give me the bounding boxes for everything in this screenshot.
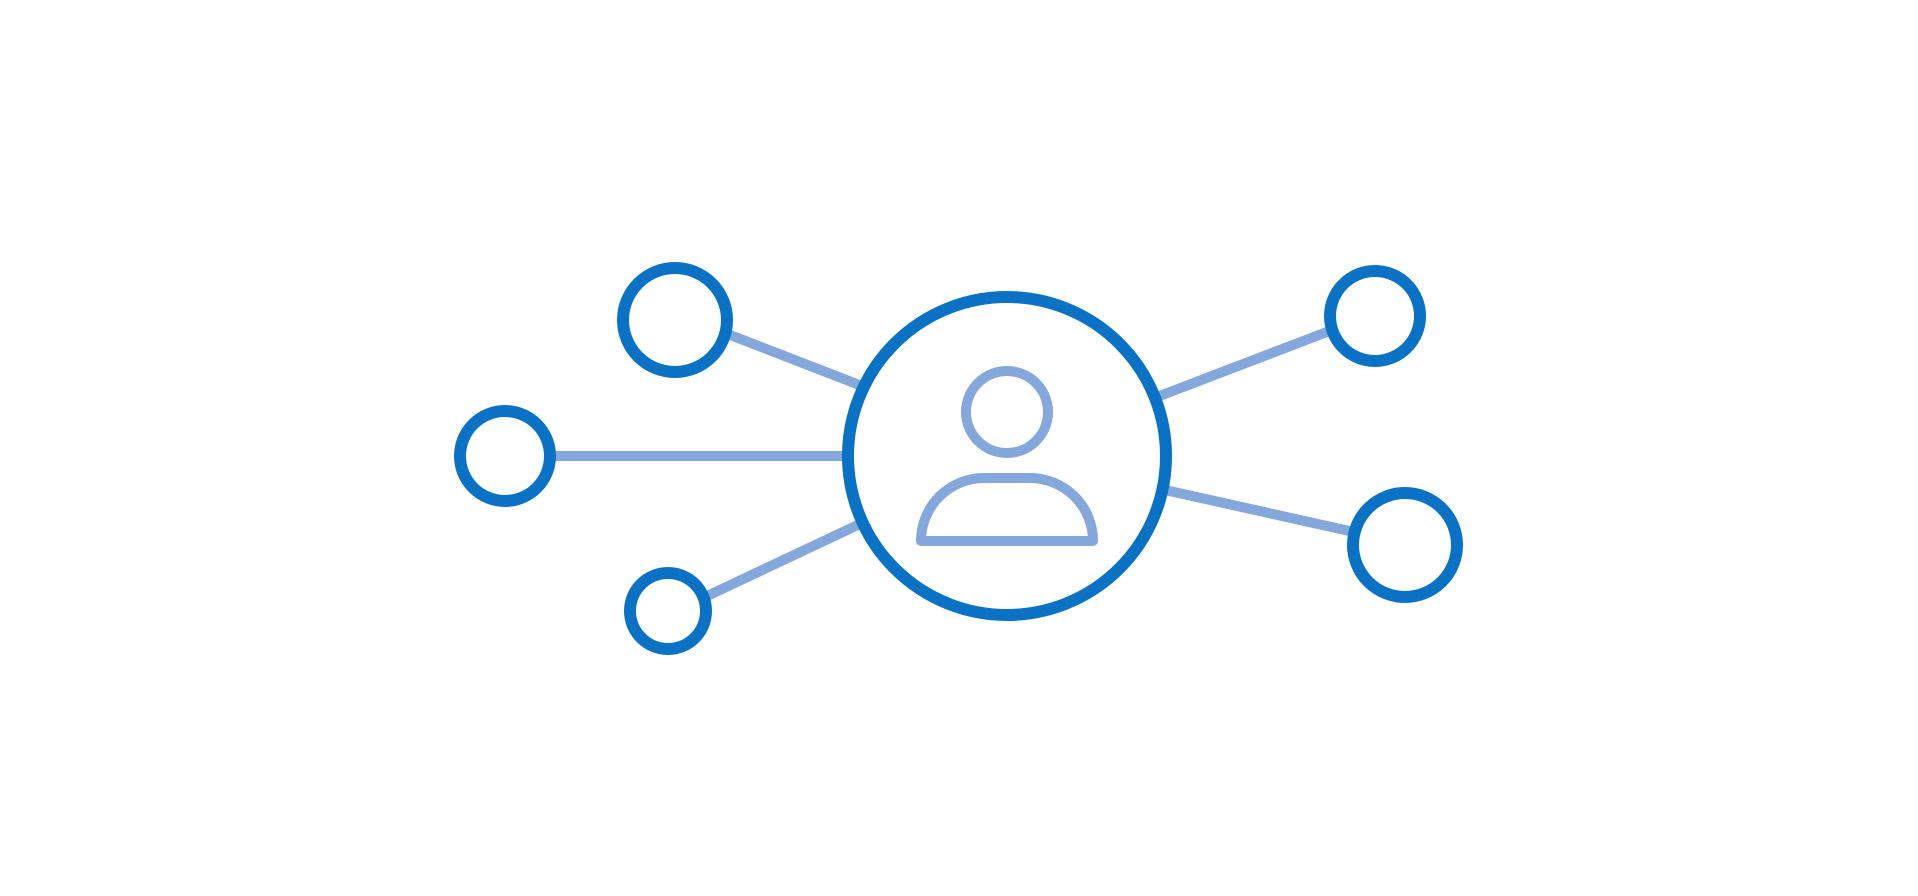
- outer-nodes: [454, 262, 1463, 655]
- user-icon-head: [961, 366, 1053, 458]
- connectors: [553, 325, 1356, 602]
- node-bottom-left: [624, 567, 712, 655]
- node-top-left: [617, 262, 733, 378]
- node-left: [454, 405, 556, 507]
- user-icon: [916, 366, 1098, 546]
- connector-top-left: [723, 328, 864, 391]
- connector-bottom-left: [702, 518, 865, 602]
- hub-node: [842, 291, 1172, 621]
- node-top-right: [1324, 265, 1426, 367]
- node-bottom-right: [1347, 487, 1463, 603]
- connector-top-right: [1155, 325, 1334, 402]
- user-icon-body: [916, 473, 1098, 546]
- connector-bottom-right: [1163, 485, 1356, 537]
